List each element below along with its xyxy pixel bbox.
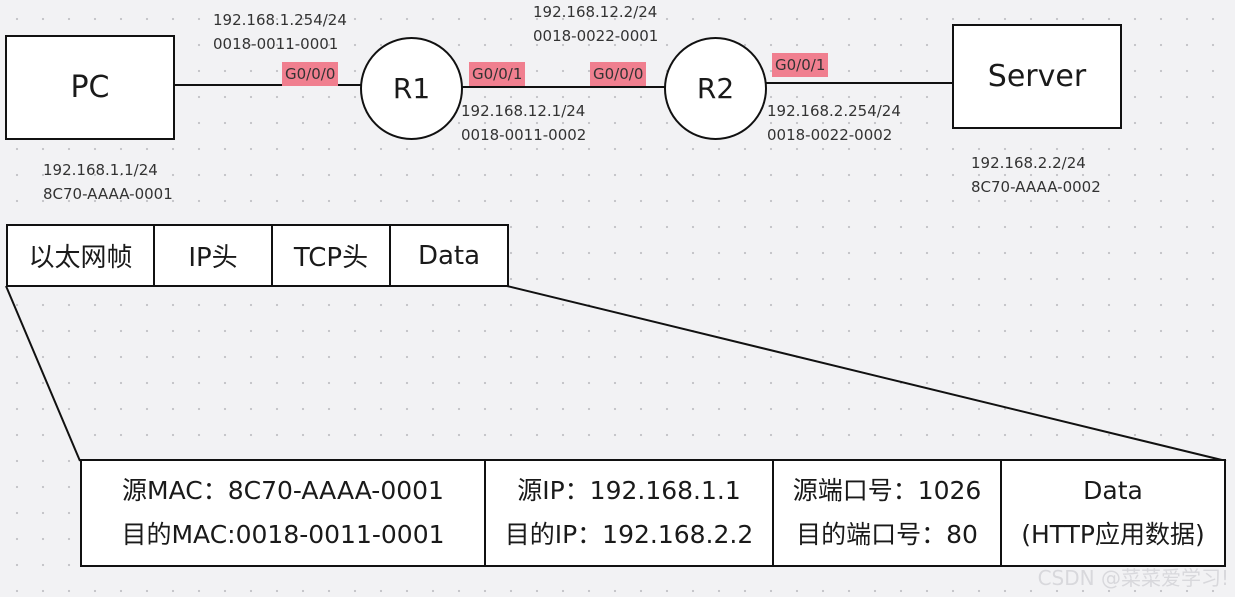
frame-structure: 以太网帧 IP头 TCP头 Data <box>6 224 509 287</box>
r2-g001-address-info: 192.168.2.254/24 0018-0022-0002 <box>767 99 901 147</box>
r2-g001-port: G0/0/1 <box>772 53 829 77</box>
pc-address-info: 192.168.1.1/24 8C70-AAAA-0001 <box>43 158 173 206</box>
watermark: CSDN @菜菜爱学习! <box>1037 566 1229 590</box>
detail-src-port: 源端口号：1026 <box>792 476 982 505</box>
detail-dst-port: 目的端口号：80 <box>796 520 978 549</box>
r1-g001-address-info: 192.168.12.1/24 0018-0011-0002 <box>461 99 586 147</box>
r1-g001-port: G0/0/1 <box>469 62 526 86</box>
r1-g001-mac: 0018-0011-0002 <box>461 126 587 144</box>
pc-label: PC <box>70 70 110 105</box>
link-r1-r2 <box>462 86 665 88</box>
detail-dst-ip: 目的IP：192.168.2.2 <box>504 520 754 549</box>
detail-data: Data (HTTP应用数据) <box>1000 459 1226 567</box>
r1-router: R1 <box>360 37 463 140</box>
detail-data-label: Data <box>1083 476 1143 505</box>
server-address-info: 192.168.2.2/24 8C70-AAAA-0002 <box>971 151 1101 199</box>
link-pc-r1 <box>175 84 362 86</box>
zoom-line-right <box>506 285 1227 462</box>
pc-ip: 192.168.1.1/24 <box>43 161 158 179</box>
server-ip: 192.168.2.2/24 <box>971 154 1086 172</box>
r1-g001-ip: 192.168.12.1/24 <box>461 102 586 120</box>
r2-g000-address-info: 192.168.12.2/24 0018-0022-0001 <box>533 0 658 48</box>
detail-dst-mac: 目的MAC:0018-0011-0001 <box>121 520 445 549</box>
r1-g000-ip: 192.168.1.254/24 <box>213 11 347 29</box>
detail-data-desc: (HTTP应用数据) <box>1021 520 1205 549</box>
detail-src-ip: 源IP：192.168.1.1 <box>517 476 741 505</box>
server-node: Server <box>952 24 1122 129</box>
frame-cell-ethernet: 以太网帧 <box>6 224 155 287</box>
r2-label: R2 <box>696 72 735 105</box>
detail-ethernet: 源MAC：8C70-AAAA-0001 目的MAC:0018-0011-0001 <box>80 459 486 567</box>
pc-mac: 8C70-AAAA-0001 <box>43 185 173 203</box>
server-label: Server <box>987 59 1087 94</box>
r1-g000-port: G0/0/0 <box>282 62 339 86</box>
detail-ip: 源IP：192.168.1.1 目的IP：192.168.2.2 <box>484 459 774 567</box>
r2-g000-ip: 192.168.12.2/24 <box>533 3 658 21</box>
server-mac: 8C70-AAAA-0002 <box>971 178 1101 196</box>
r1-g000-address-info: 192.168.1.254/24 0018-0011-0001 <box>213 8 347 56</box>
detail-src-mac: 源MAC：8C70-AAAA-0001 <box>122 476 444 505</box>
r1-g000-mac: 0018-0011-0001 <box>213 35 339 53</box>
frame-cell-ip-header: IP头 <box>153 224 273 287</box>
r2-g000-port: G0/0/0 <box>590 62 647 86</box>
detail-tcp: 源端口号：1026 目的端口号：80 <box>772 459 1002 567</box>
link-r2-server <box>765 82 955 84</box>
r2-g000-mac: 0018-0022-0001 <box>533 27 659 45</box>
r2-router: R2 <box>664 37 767 140</box>
r1-label: R1 <box>392 72 431 105</box>
r2-g001-mac: 0018-0022-0002 <box>767 126 893 144</box>
pc-node: PC <box>5 35 175 140</box>
frame-detail: 源MAC：8C70-AAAA-0001 目的MAC:0018-0011-0001… <box>80 459 1226 567</box>
frame-cell-data: Data <box>389 224 509 287</box>
r2-g001-ip: 192.168.2.254/24 <box>767 102 901 120</box>
zoom-line-left <box>5 285 81 462</box>
frame-cell-tcp-header: TCP头 <box>271 224 391 287</box>
